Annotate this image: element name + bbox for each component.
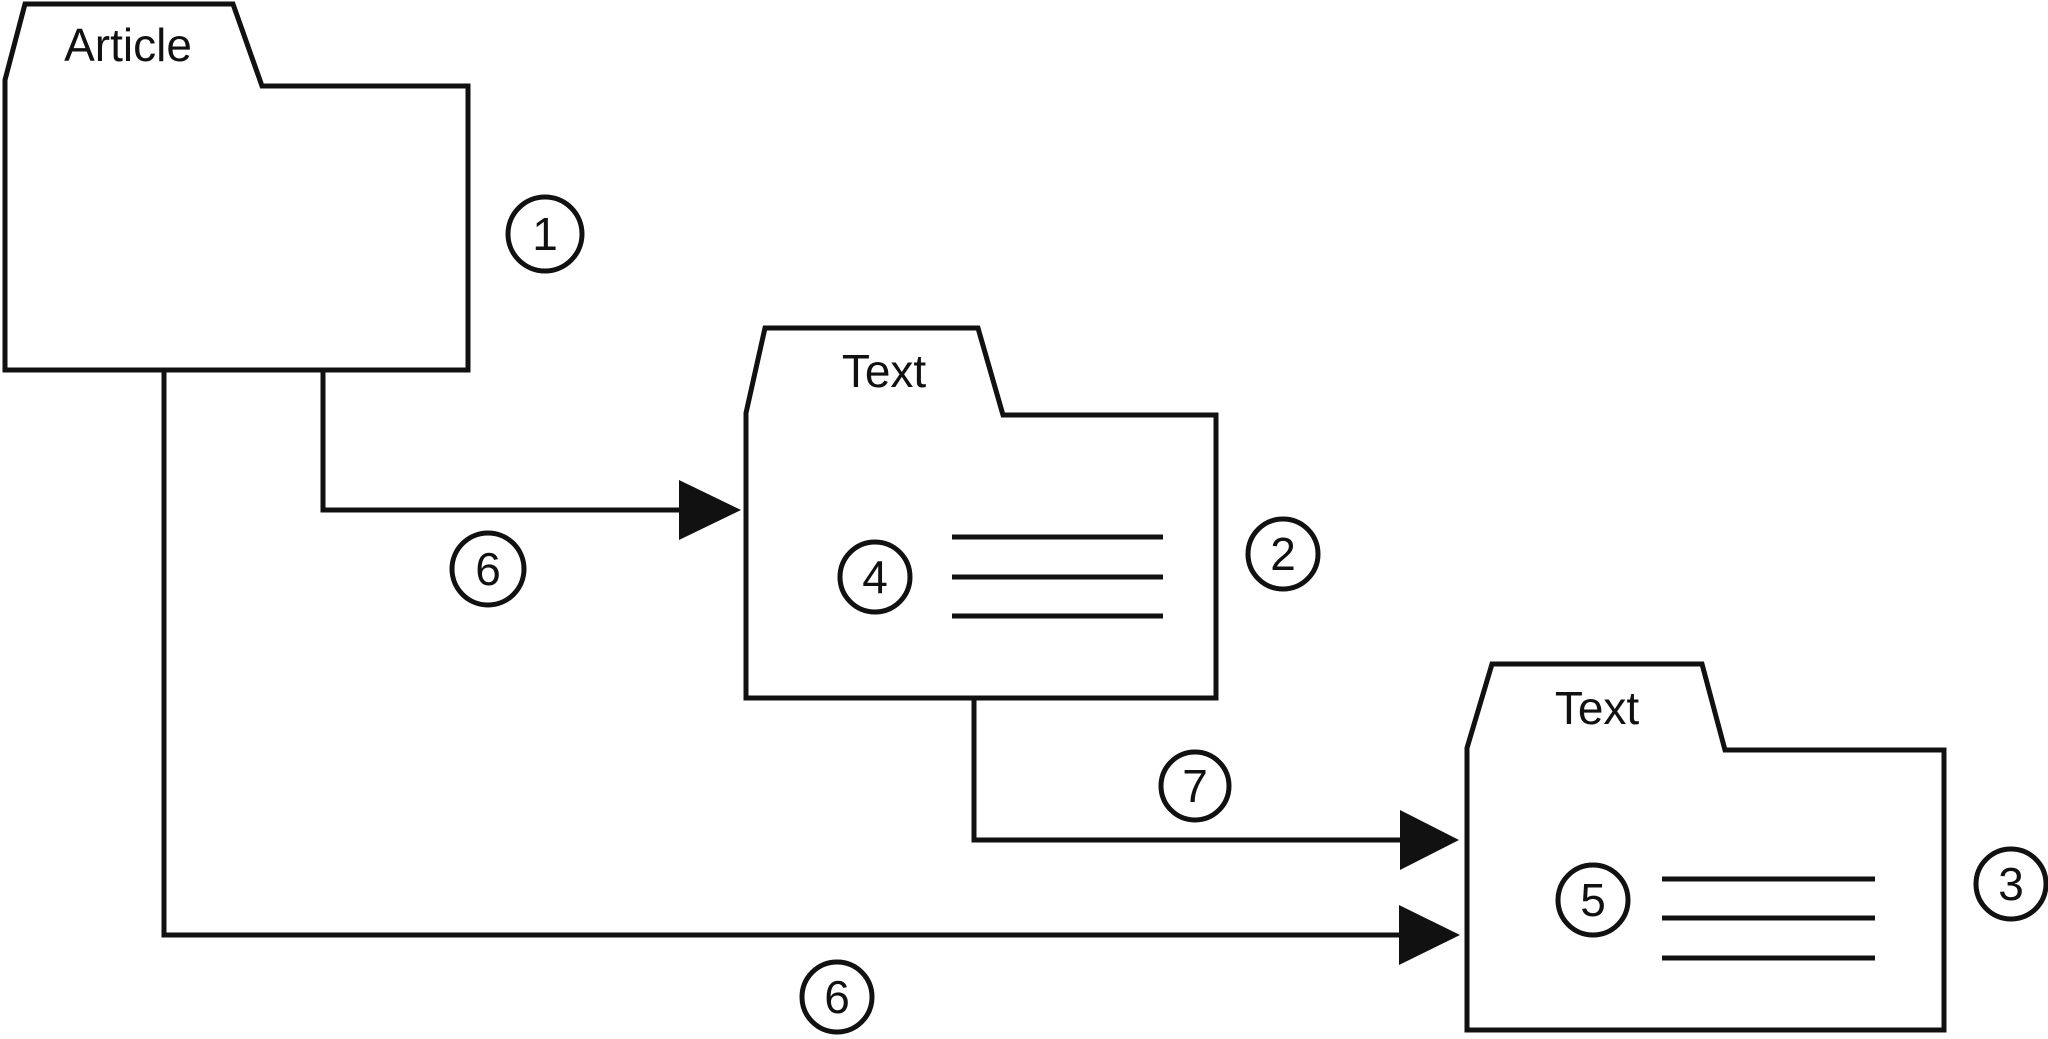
folder-article-shape	[2, 1, 471, 373]
connector-article-to-text1-arrowhead-icon	[679, 480, 741, 540]
folder-article: Article	[2, 1, 471, 373]
callout-1-circle	[505, 194, 585, 274]
callout-2-number: 2	[1270, 528, 1296, 580]
folder-text-2: Text	[1464, 661, 1947, 1033]
callout-6-bottom: 6	[799, 959, 875, 1035]
callout-6-top: 6	[449, 530, 527, 608]
callout-2: 2	[1245, 516, 1321, 592]
folder-text-1-label: Text	[842, 345, 927, 397]
folder-article-label: Article	[64, 19, 192, 71]
folder-text-2-label: Text	[1555, 682, 1640, 734]
callout-6-bottom-circle	[799, 959, 875, 1035]
connector-text1-to-text2-arrowhead-icon	[1400, 810, 1459, 870]
folder-text-2-shape	[1464, 661, 1947, 1033]
folder-text-1: Text	[743, 325, 1219, 701]
callout-7-circle	[1158, 749, 1232, 823]
callout-4: 4	[837, 539, 913, 615]
callout-5: 5	[1555, 862, 1631, 938]
callout-1-number: 1	[532, 208, 558, 260]
callout-3: 3	[1973, 846, 2048, 922]
callout-4-number: 4	[862, 551, 888, 603]
folder-text-2-doc-lines	[1662, 876, 1875, 961]
connector-article-to-text2-arrowhead-icon	[1399, 905, 1460, 965]
callout-1: 1	[505, 194, 585, 274]
connector-article-to-text1	[320, 370, 681, 513]
callout-5-number: 5	[1580, 874, 1606, 926]
callout-3-circle	[1973, 846, 2048, 922]
callout-7-number: 7	[1182, 760, 1208, 812]
callout-6-top-number: 6	[475, 543, 501, 595]
folder-text-1-doc-lines	[952, 534, 1163, 619]
connector-text1-to-text2	[971, 698, 1402, 843]
folder-text-1-shape	[743, 325, 1219, 701]
callout-6-bottom-number: 6	[824, 971, 850, 1023]
callout-6-top-circle	[449, 530, 527, 608]
callout-3-number: 3	[1998, 858, 2024, 910]
callout-2-circle	[1245, 516, 1321, 592]
connector-article-to-text2	[161, 370, 1401, 938]
callout-4-circle	[837, 539, 913, 615]
callout-5-circle	[1555, 862, 1631, 938]
callout-7: 7	[1158, 749, 1232, 823]
